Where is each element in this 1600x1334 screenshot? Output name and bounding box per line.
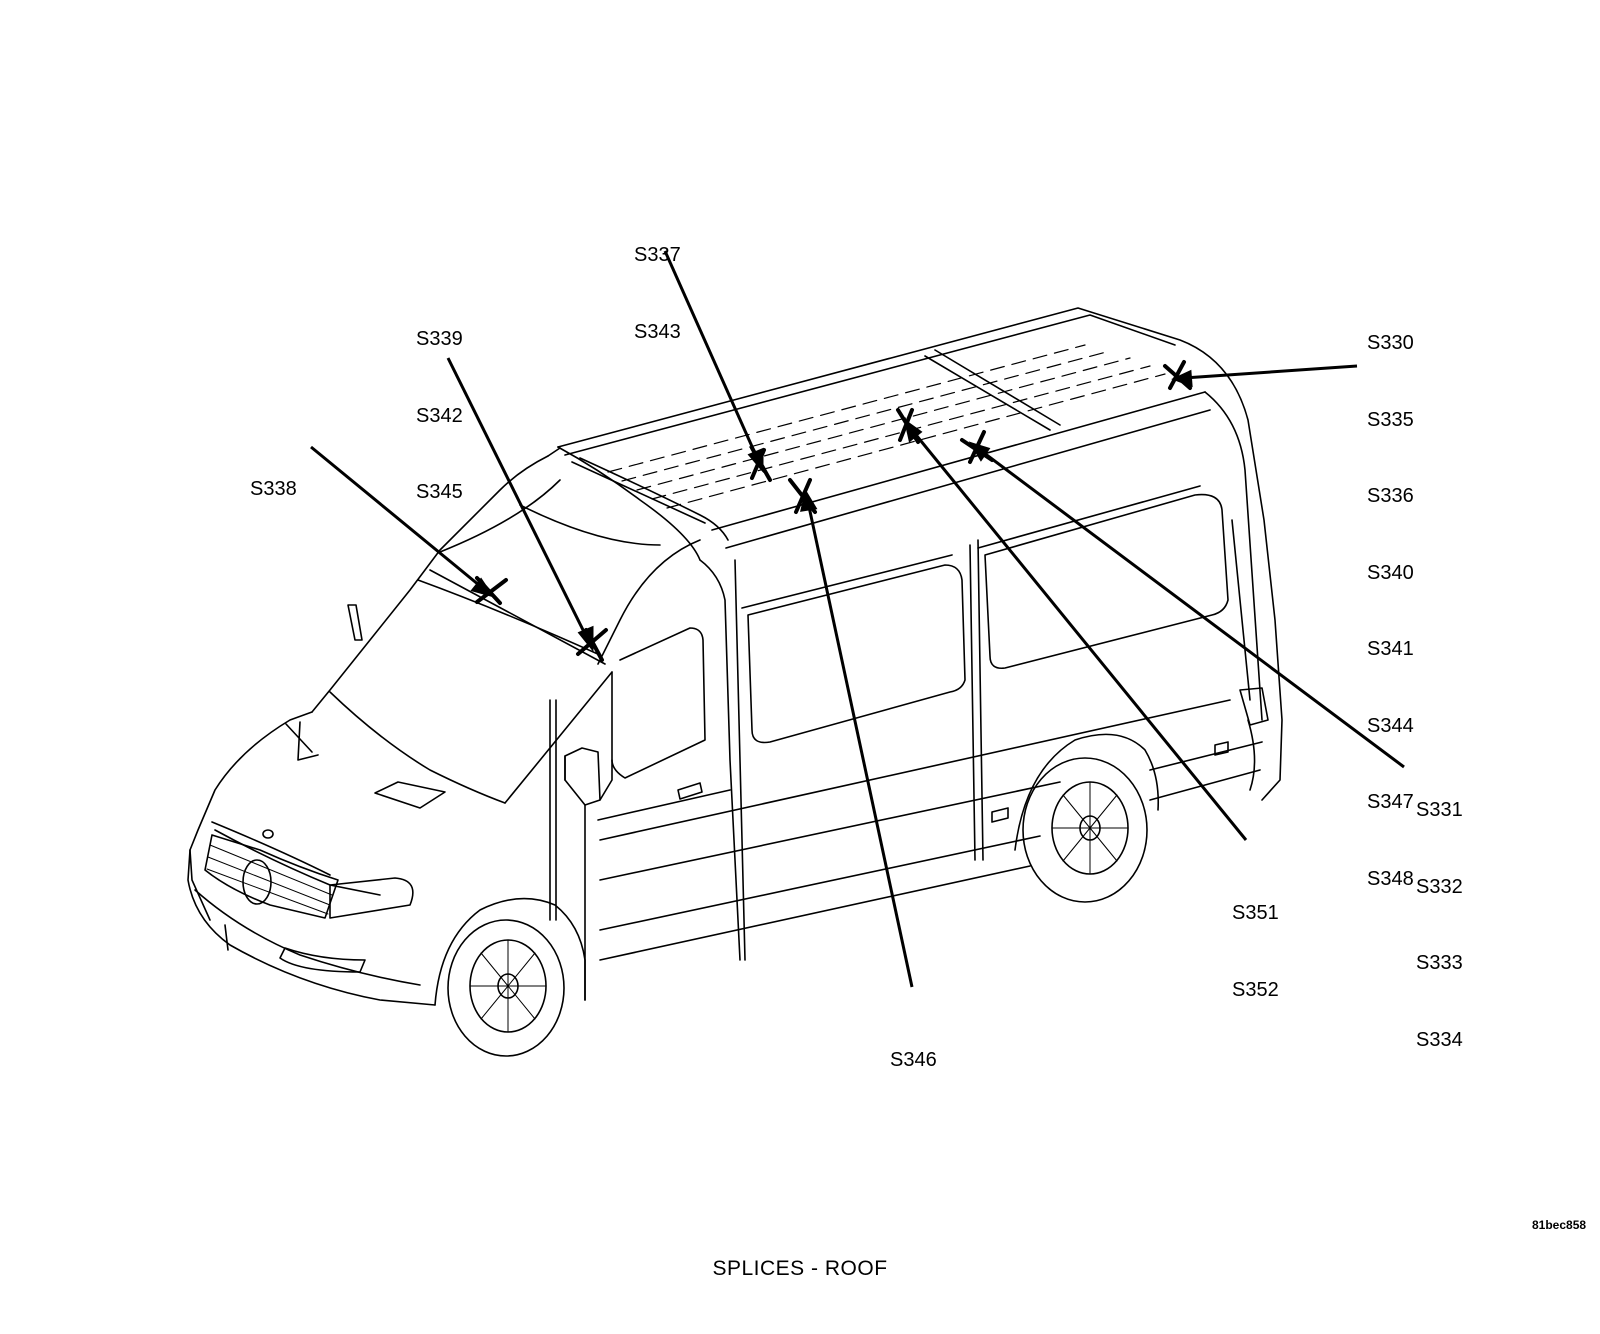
- callout-s351-line-1: S351: [1232, 902, 1279, 924]
- leader-s351: [903, 418, 1248, 841]
- callout-s330-line-8: S348: [1367, 867, 1414, 890]
- callout-s338: S338: [250, 426, 297, 528]
- callout-s339-group: S339 S342 S345: [416, 276, 463, 531]
- callout-s330-line-7: S347: [1367, 791, 1414, 813]
- callout-s330-line-1: S330: [1367, 332, 1414, 354]
- callout-s339-line-3: S345: [416, 481, 463, 503]
- callout-s346-line-1: S346: [890, 1049, 937, 1071]
- callout-s351-group: S351 S352: [1232, 850, 1279, 1029]
- leader-s330: [1171, 364, 1358, 388]
- callout-s331-line-2: S332: [1416, 875, 1463, 898]
- callout-s337-line-2: S343: [634, 320, 681, 343]
- callout-s330-line-3: S336: [1367, 485, 1414, 507]
- callout-s338-line-1: S338: [250, 478, 297, 500]
- leader-lines: [310, 250, 1405, 988]
- callout-s330-line-5: S341: [1367, 638, 1414, 660]
- callout-s339-line-1: S339: [416, 328, 463, 350]
- callout-s330-line-6: S344: [1367, 714, 1414, 737]
- van-outline: [187, 307, 1283, 1057]
- callout-s330-line-2: S335: [1367, 408, 1414, 431]
- callout-s330-line-4: S340: [1367, 561, 1414, 584]
- callout-s351-line-2: S352: [1232, 978, 1279, 1001]
- callout-s337-line-1: S337: [634, 244, 681, 266]
- callout-s337-group: S337 S343: [634, 192, 681, 371]
- callout-s330-group: S330 S335 S336 S340 S341 S344 S347 S348: [1367, 280, 1414, 918]
- diagram-caption: SPLICES - ROOF: [712, 1257, 888, 1280]
- figure-id: 81bec858: [1532, 1218, 1587, 1232]
- callout-s331-group: S331 S332 S333 S334: [1416, 747, 1463, 1079]
- callout-s339-line-2: S342: [416, 404, 463, 427]
- callout-s346: S346: [890, 997, 937, 1099]
- leader-s331: [968, 441, 1405, 769]
- callout-s331-line-4: S334: [1416, 1028, 1463, 1051]
- callout-s331-line-1: S331: [1416, 799, 1463, 821]
- leader-s337: [663, 250, 764, 474]
- callout-s331-line-3: S333: [1416, 952, 1463, 974]
- leader-s346: [800, 489, 914, 988]
- leader-s338: [310, 445, 495, 598]
- leader-s339: [446, 357, 594, 653]
